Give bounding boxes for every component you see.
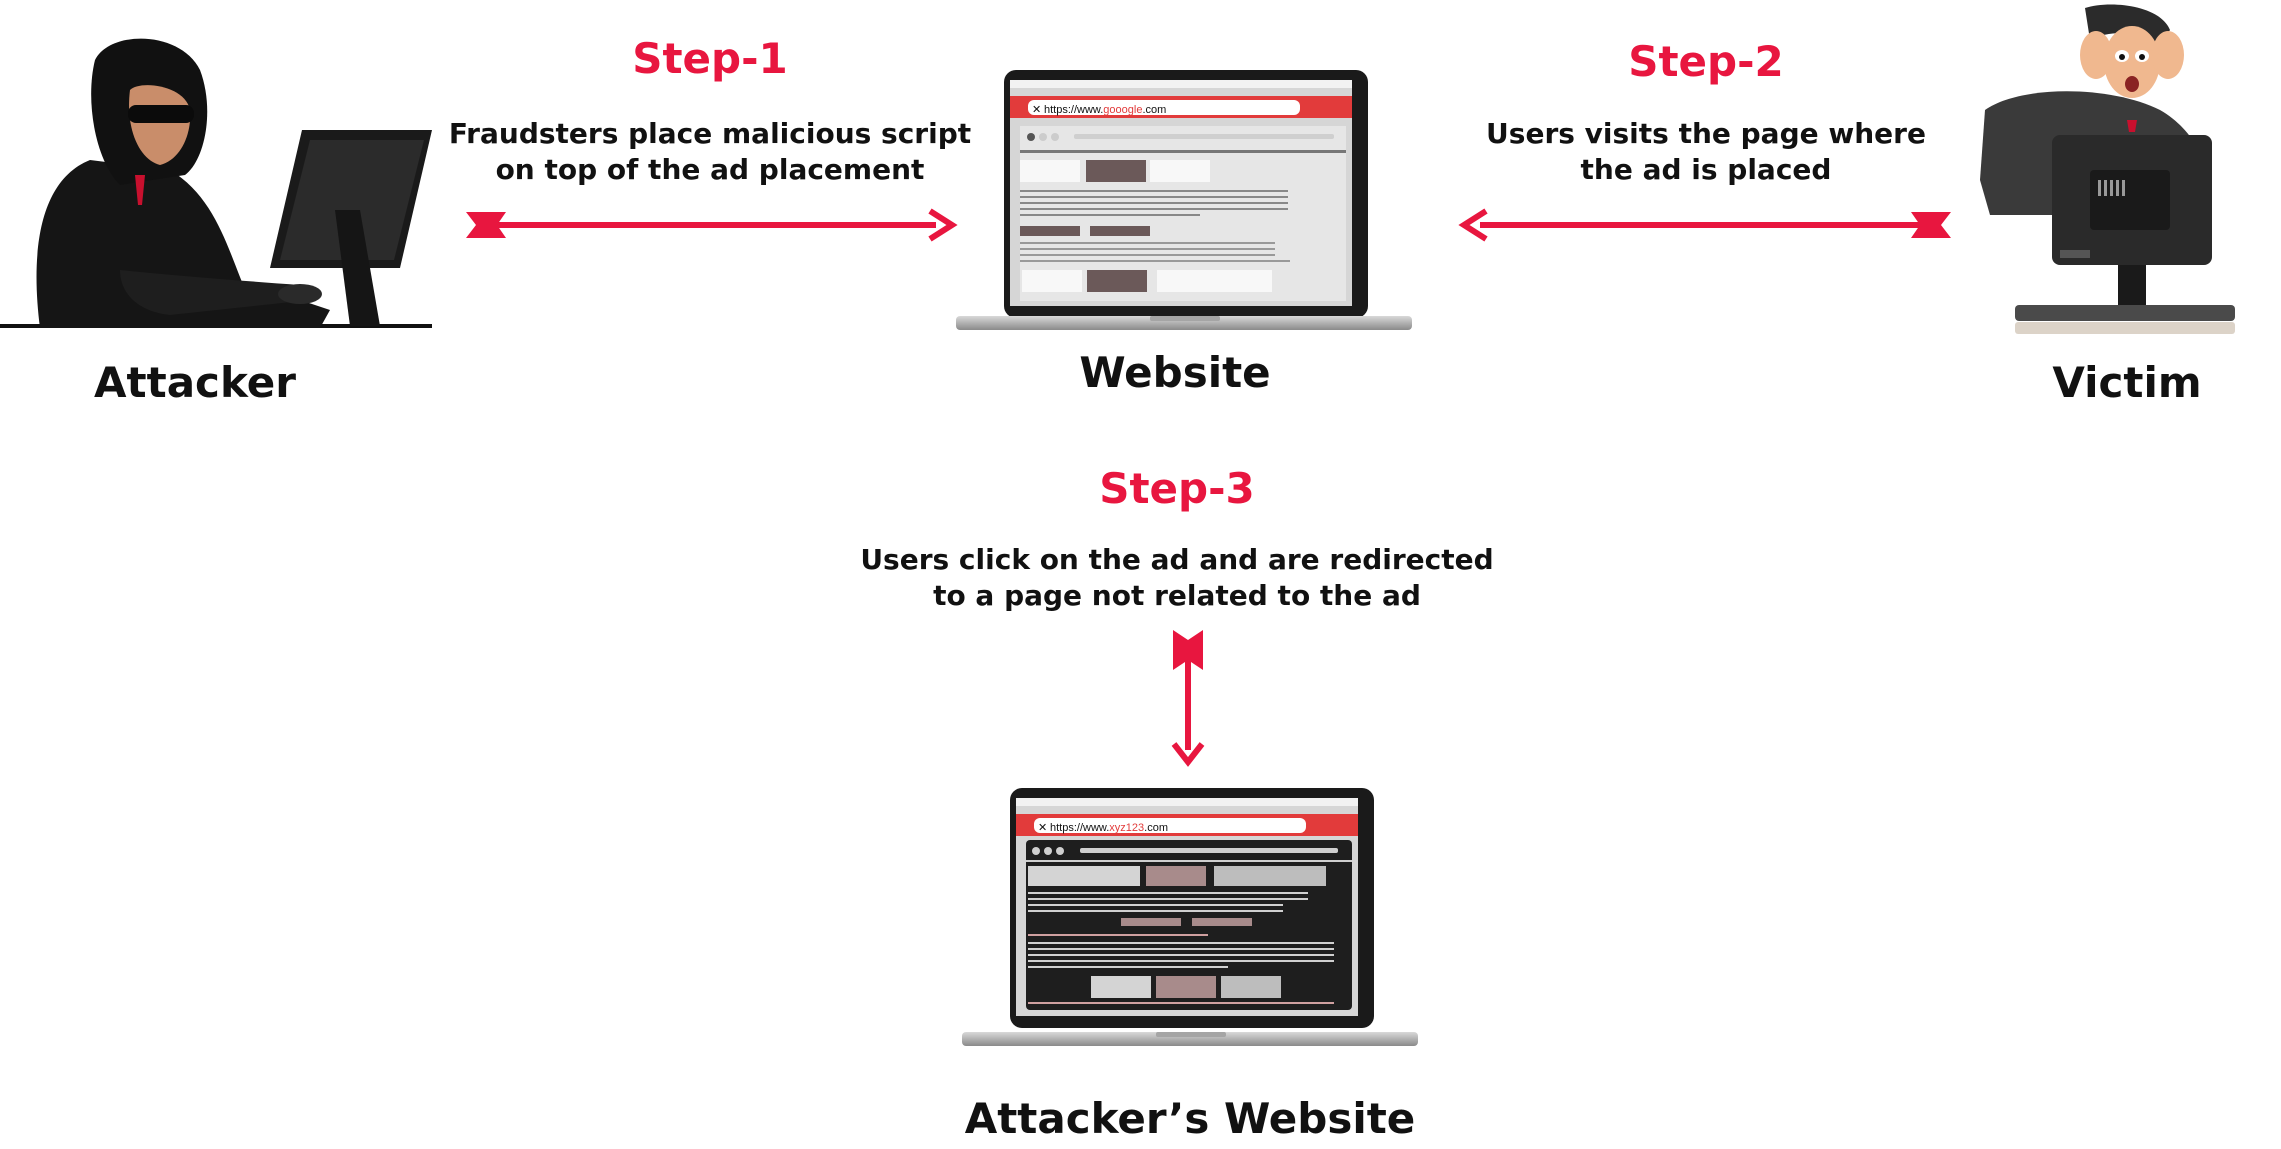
website-url: https://www.gooogle.com [1044, 104, 1166, 116]
step-1-line-1: Fraudsters place malicious script [448, 117, 972, 150]
step-3-line-1: Users click on the ad and are redirected [860, 543, 1494, 576]
attacker-url-close-icon: ✕ [1038, 822, 1047, 834]
step-1-title: Step-1 [632, 34, 788, 83]
attacker-website-label: Attacker’s Website [964, 1094, 1416, 1143]
step-2-line-2: the ad is placed [1580, 153, 1832, 186]
arrow-down-icon [1171, 630, 1205, 767]
attacker-website-laptop-icon [962, 788, 1418, 1046]
step-3-description: Users click on the ad and are redirected… [837, 542, 1517, 614]
victim-label: Victim [2052, 358, 2202, 407]
arrow-right-icon [466, 208, 958, 242]
arrow-left-icon [1458, 208, 1951, 242]
attacker-label: Attacker [94, 358, 296, 407]
website-label: Website [1079, 348, 1271, 397]
step-3-title: Step-3 [1099, 464, 1255, 513]
website-laptop-icon [956, 70, 1412, 330]
victim-person-icon [1980, 4, 2235, 334]
step-1-line-2: on top of the ad placement [495, 153, 925, 186]
website-url-close-icon: ✕ [1032, 104, 1041, 116]
attacker-website-url: https://www.xyz123.com [1050, 822, 1168, 834]
step-2-description: Users visits the page where the ad is pl… [1436, 116, 1976, 188]
step-2-line-1: Users visits the page where [1486, 117, 1926, 150]
step-3-line-2: to a page not related to the ad [933, 579, 1421, 612]
attacker-hacker-icon [0, 38, 432, 328]
step-2-title: Step-2 [1628, 37, 1784, 86]
step-1-description: Fraudsters place malicious script on top… [430, 116, 990, 188]
